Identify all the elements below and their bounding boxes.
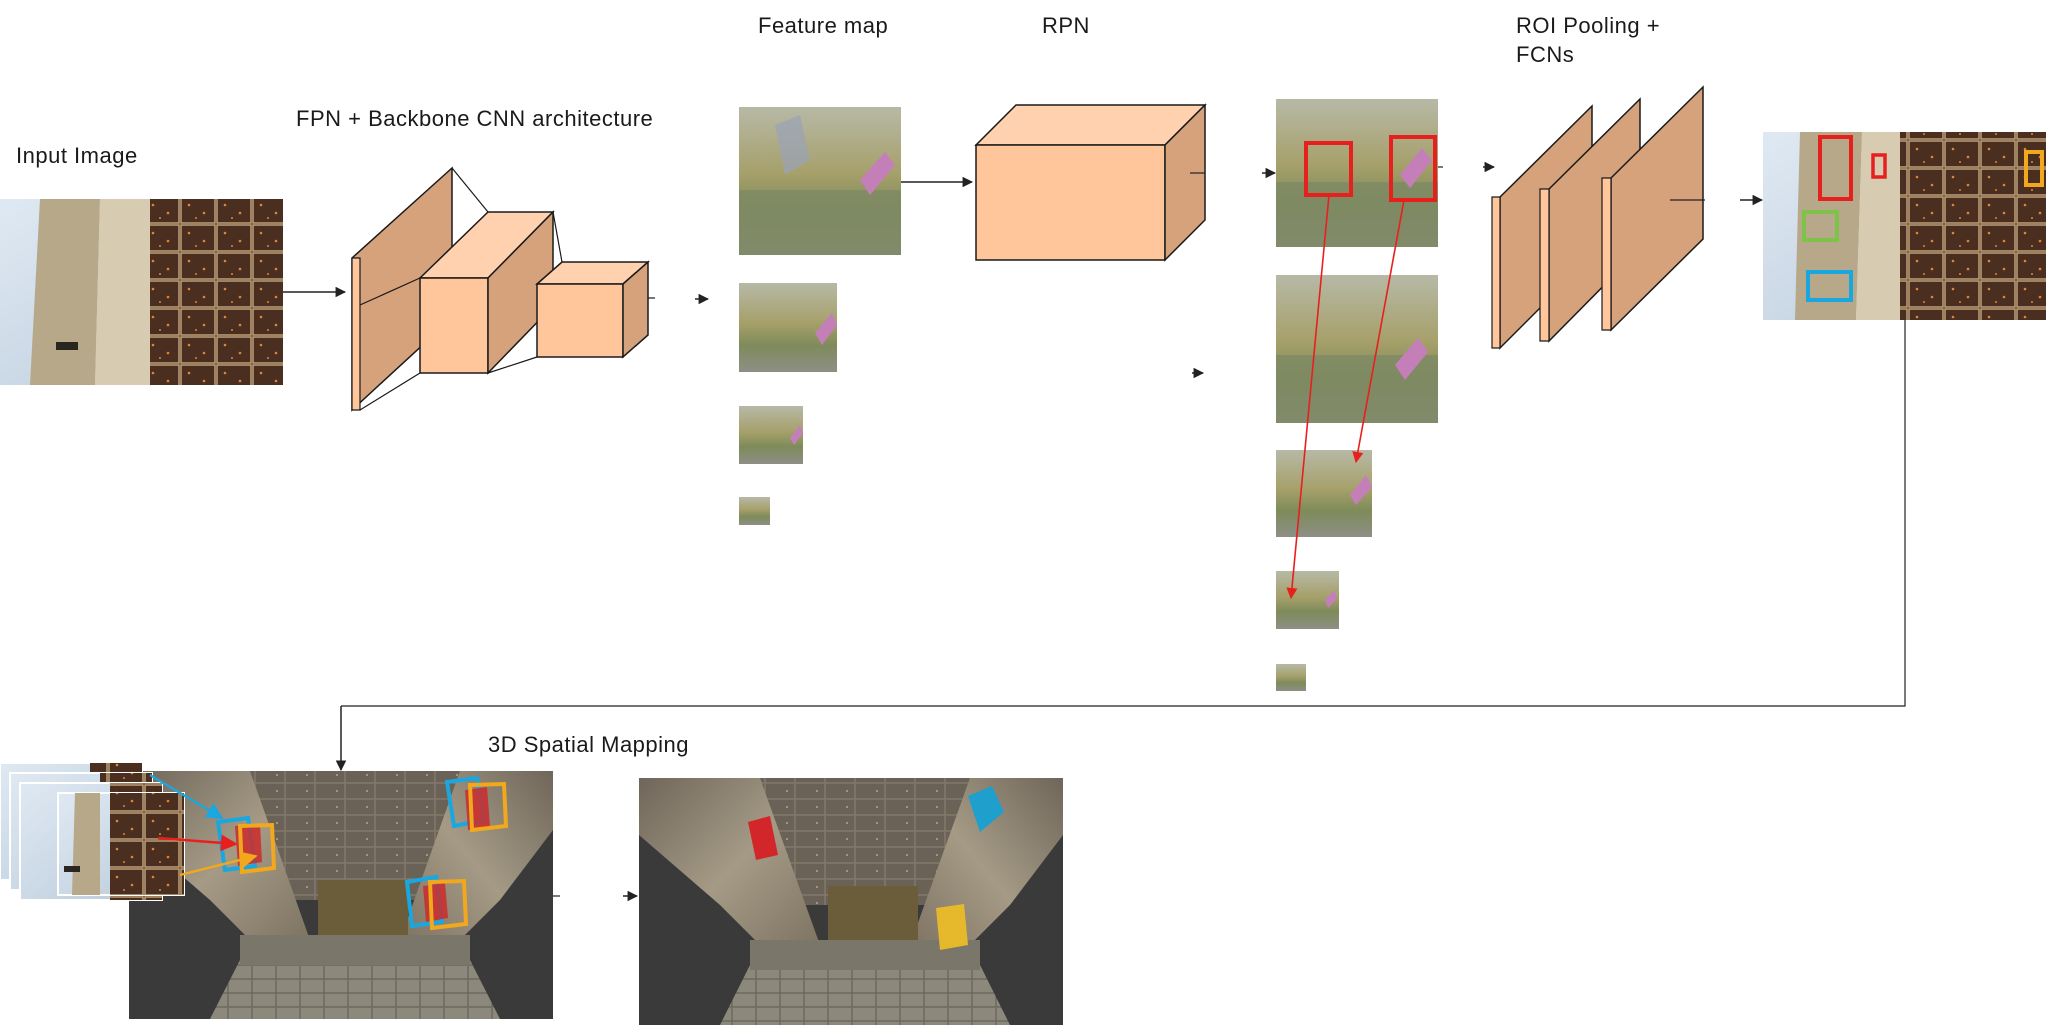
image-stack (0, 762, 185, 901)
roi-pooling-label: ROI Pooling + FCNs (1516, 13, 1661, 67)
fcn-layer-3 (1601, 85, 1704, 332)
input-image-label: Input Image (16, 143, 138, 168)
roi-mapping-arrow-right (1352, 199, 1405, 464)
feature-map-level-4 (739, 497, 770, 525)
proposal-map-level-3 (1276, 450, 1372, 537)
backbone-block-3 (535, 260, 650, 359)
detection-box-blue (1806, 270, 1853, 302)
rpn-block (974, 103, 1207, 262)
feature-map-label: Feature map (758, 13, 889, 38)
backbone-block-2 (418, 210, 555, 375)
backbone-connectors (359, 167, 655, 411)
feedback-connector (341, 320, 1906, 707)
backbone-label: FPN + Backbone CNN architecture (296, 106, 654, 131)
detection-box-red-2 (1871, 153, 1887, 179)
projection-arrow-blue (149, 773, 224, 820)
feature-map-level-3 (739, 406, 803, 464)
feature-map-level-1 (739, 107, 901, 255)
proposal-map-level-5 (1276, 664, 1306, 691)
mapped-damage-blue (968, 786, 1004, 832)
detection-box-red-1 (1818, 135, 1853, 201)
proposal-map-level-1 (1276, 99, 1438, 247)
roi-box-right (1389, 135, 1437, 202)
bridge-model-right (639, 778, 1063, 1025)
detection-box-green (1802, 210, 1839, 242)
projection-arrow-red (157, 834, 238, 852)
proposal-map-level-4 (1276, 571, 1339, 629)
feature-map-level-2 (739, 283, 837, 372)
mapped-damage-red (748, 816, 778, 860)
projection-arrow-yellow (179, 851, 258, 877)
mapped-damage-yellow (936, 904, 968, 950)
input-image (0, 199, 283, 385)
rpn-label: RPN (1042, 13, 1090, 38)
detection-output-image (1763, 132, 2046, 320)
spatial-mapping-label: 3D Spatial Mapping (488, 732, 690, 757)
detection-box-yellow (2024, 150, 2044, 187)
roi-mapping-arrow-left (1286, 194, 1330, 600)
bridge-model-left (129, 771, 553, 1019)
proposal-map-level-2 (1276, 275, 1438, 423)
